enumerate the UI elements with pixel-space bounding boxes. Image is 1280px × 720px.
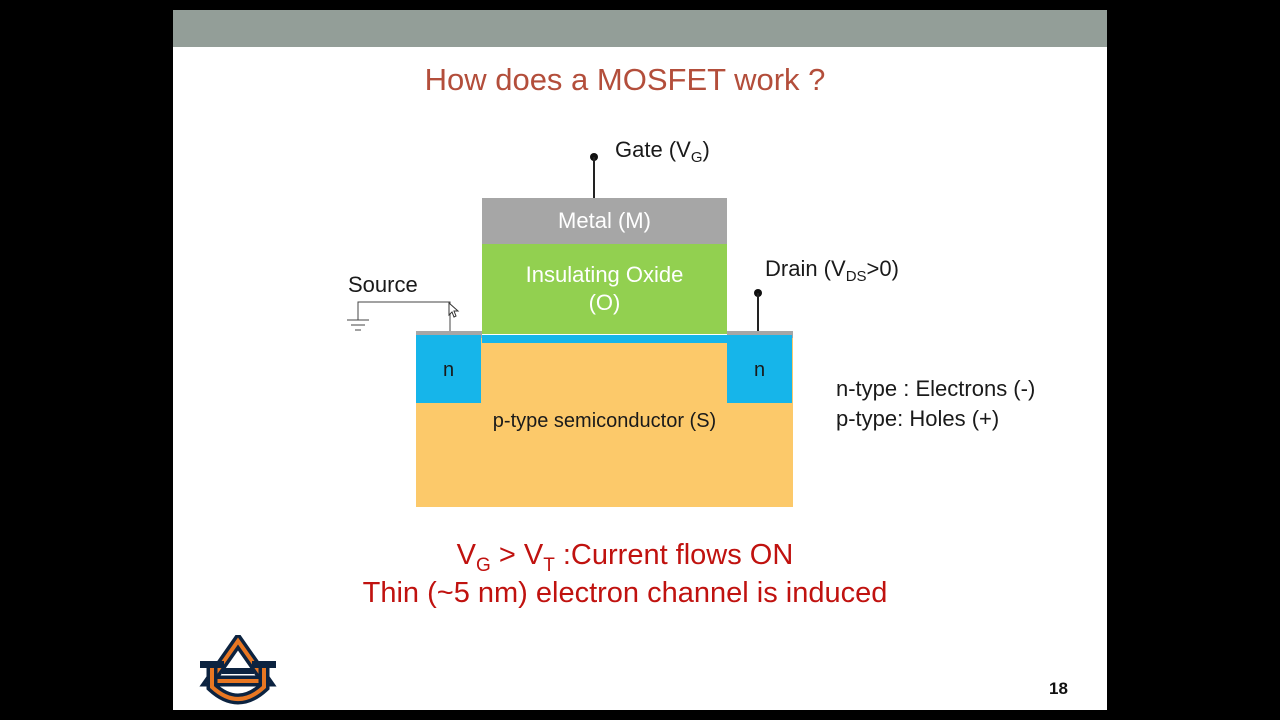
slide: How does a MOSFET work ? Gate (VG) Metal… — [173, 10, 1107, 710]
auburn-logo-icon — [199, 635, 277, 705]
condition-statement: VG > VT :Current flows ON — [456, 539, 794, 576]
source-contact — [416, 331, 482, 338]
channel-statement: Thin (~5 nm) electron channel is induced — [362, 577, 888, 609]
metal-layer: Metal (M) — [482, 198, 727, 244]
n-region-source: n — [416, 335, 481, 403]
oxide-label-line1: Insulating Oxide — [525, 262, 684, 287]
substrate-label: p-type semiconductor (S) — [492, 410, 717, 432]
oxide-label-line2: (O) — [588, 290, 621, 315]
mouse-cursor-icon — [448, 302, 460, 318]
drain-contact — [727, 331, 793, 338]
gate-label: Gate (VG) — [615, 137, 710, 166]
slide-top-bar — [173, 10, 1107, 47]
ground-symbol-icon — [347, 301, 451, 331]
n-region-drain: n — [727, 335, 792, 403]
page-number: 18 — [1049, 679, 1068, 698]
drain-wire — [757, 293, 759, 331]
source-label: Source — [348, 272, 418, 297]
drain-label: Drain (VDS>0) — [765, 256, 899, 285]
legend-n-type: n-type : Electrons (-) — [836, 376, 1036, 401]
oxide-layer: Insulating Oxide (O) — [482, 244, 727, 334]
electron-channel — [482, 335, 727, 343]
gate-wire — [593, 157, 595, 198]
slide-title: How does a MOSFET work ? — [424, 62, 826, 97]
legend-p-type: p-type: Holes (+) — [836, 406, 1000, 431]
